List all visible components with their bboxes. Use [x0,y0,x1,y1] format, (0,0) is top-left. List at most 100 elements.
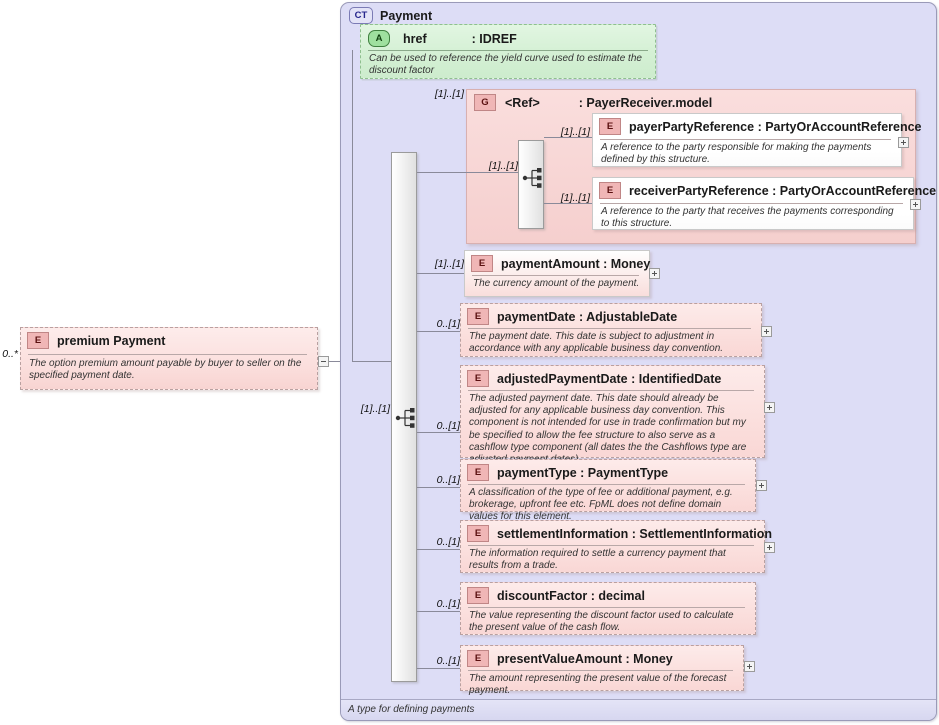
element-paymentDate[interactable]: E paymentDate : AdjustableDate The payme… [460,303,762,357]
attribute-badge-icon: A [368,30,390,47]
connector-spine-left [352,50,353,362]
complextype-footer: A type for defining payments [341,699,936,720]
element-discountFactor-header: E discountFactor : decimal [467,587,645,604]
presentValueAmount-cardinality: 0..[1] [436,655,460,667]
presentValueAmount-expand-toggle[interactable] [744,661,755,672]
complextype-header: CT Payment [349,7,432,24]
element-settlementInformation-name: settlementInformation [497,526,629,541]
element-paymentAmount-name: paymentAmount [501,256,600,271]
element-paymentAmount-type: : Money [603,256,651,271]
connector-to-receiver-party [544,203,592,204]
group-ref-header: G <Ref> : PayerReceiver.model [474,94,712,111]
element-receiverPartyReference[interactable]: E receiverPartyReference : PartyOrAccoun… [592,177,936,230]
connector-premium-to-type [329,361,341,362]
receiver-party-expand-toggle[interactable] [910,199,921,210]
element-presentValueAmount-type: : Money [625,651,673,666]
group-ref-type: : PayerReceiver.model [578,95,713,110]
element-settlementInformation-doc: The information required to settle a cur… [469,548,726,572]
group-badge-icon: G [474,94,496,111]
element-premium-type: Payment [113,333,166,348]
sequence-cardinality: [1]..[1] [360,403,390,415]
connector-to-paymentDate [417,331,460,332]
attribute-href-type: : IDREF [471,31,517,46]
connector-group-to-inner-sequence [466,172,518,173]
element-adjustedPaymentDate-name: adjustedPaymentDate [497,371,628,386]
element-paymentType-header: E paymentType : PaymentType [467,464,668,481]
element-badge-icon: E [467,370,489,387]
element-badge-icon: E [467,650,489,667]
connector-sequence-to-group [417,172,466,173]
settlementInformation-expand-toggle[interactable] [764,542,775,553]
element-premium[interactable]: E premium Payment The option premium amo… [20,327,318,390]
element-payerPartyReference[interactable]: E payerPartyReference : PartyOrAccountRe… [592,113,922,167]
element-paymentAmount-header: E paymentAmount : Money [471,255,650,272]
connector-to-discountFactor [417,611,460,612]
divider [468,545,754,546]
element-receiverPartyReference-doc: A reference to the party that receives t… [601,206,894,230]
connector-to-payer-party [544,137,592,138]
complextype-name: Payment [380,8,433,23]
element-adjustedPaymentDate-header: E adjustedPaymentDate : IdentifiedDate [467,370,721,387]
divider [368,50,648,51]
element-badge-icon: E [599,118,621,135]
connector-to-presentValueAmount [417,668,460,669]
payer-party-expand-toggle[interactable] [898,137,909,148]
premium-collapse-toggle[interactable] [318,356,329,367]
element-payerPartyReference-header: E payerPartyReference : PartyOrAccountRe… [599,118,922,135]
paymentType-cardinality: 0..[1] [436,474,460,486]
element-receiverPartyReference-name: receiverPartyReference [629,183,769,198]
element-discountFactor-name: discountFactor [497,588,588,603]
group-ref-name: <Ref> [505,95,540,110]
attribute-href-doc: Can be used to reference the yield curve… [369,53,642,77]
element-discountFactor[interactable]: E discountFactor : decimal The value rep… [460,582,756,635]
element-payerPartyReference-type: : PartyOrAccountReference [757,119,922,134]
element-settlementInformation-type: : SettlementInformation [631,526,773,541]
element-badge-icon: E [467,308,489,325]
adjustedPaymentDate-expand-toggle[interactable] [764,402,775,413]
element-paymentType-type: : PaymentType [580,465,669,480]
connector-to-adjustedPaymentDate [417,432,460,433]
sequence-icon-group [522,168,542,188]
element-adjustedPaymentDate-type: : IdentifiedDate [631,371,722,386]
attribute-href-header: A href : IDREF [368,30,517,47]
paymentDate-cardinality: 0..[1] [436,318,460,330]
divider [468,670,733,671]
connector-to-settlementInformation [417,549,460,550]
element-paymentDate-header: E paymentDate : AdjustableDate [467,308,677,325]
element-paymentAmount[interactable]: E paymentAmount : Money The currency amo… [464,250,650,297]
premium-cardinality: 0..* [2,348,18,360]
element-paymentDate-type: : AdjustableDate [578,309,678,324]
element-discountFactor-doc: The value representing the discount fact… [469,610,734,634]
element-presentValueAmount-doc: The amount representing the present valu… [469,673,727,697]
element-settlementInformation[interactable]: E settlementInformation : SettlementInfo… [460,520,772,573]
element-adjustedPaymentDate[interactable]: E adjustedPaymentDate : IdentifiedDate T… [460,365,765,465]
divider [468,484,745,485]
divider [28,354,307,355]
element-presentValueAmount[interactable]: E presentValueAmount : Money The amount … [460,645,744,696]
group-inner-cardinality: [1]..[1] [488,160,518,172]
connector-to-paymentAmount [417,273,464,274]
complextype-footer-text: A type for defining payments [348,704,475,715]
receiver-party-cardinality: [1]..[1] [560,192,590,204]
element-badge-icon: E [467,525,489,542]
element-presentValueAmount-name: presentValueAmount [497,651,623,666]
paymentType-expand-toggle[interactable] [756,480,767,491]
settlementInformation-cardinality: 0..[1] [436,536,460,548]
complextype-badge-icon: CT [349,7,373,24]
divider [600,203,903,204]
attribute-href-name: href [403,31,427,46]
divider [468,607,745,608]
element-paymentDate-name: paymentDate [497,309,576,324]
element-badge-icon: E [599,182,621,199]
group-ref-cardinality-outer: [1]..[1] [434,88,464,100]
element-payerPartyReference-name: payerPartyReference [629,119,755,134]
element-paymentType-doc: A classification of the type of fee or a… [469,487,733,523]
element-paymentType-name: paymentType [497,465,577,480]
element-badge-icon: E [467,464,489,481]
adjustedPaymentDate-cardinality: 0..[1] [436,420,460,432]
paymentAmount-expand-toggle[interactable] [649,268,660,279]
element-paymentType[interactable]: E paymentType : PaymentType A classifica… [460,459,756,522]
attribute-href[interactable]: A href : IDREF Can be used to reference … [360,24,656,79]
paymentDate-expand-toggle[interactable] [761,326,772,337]
